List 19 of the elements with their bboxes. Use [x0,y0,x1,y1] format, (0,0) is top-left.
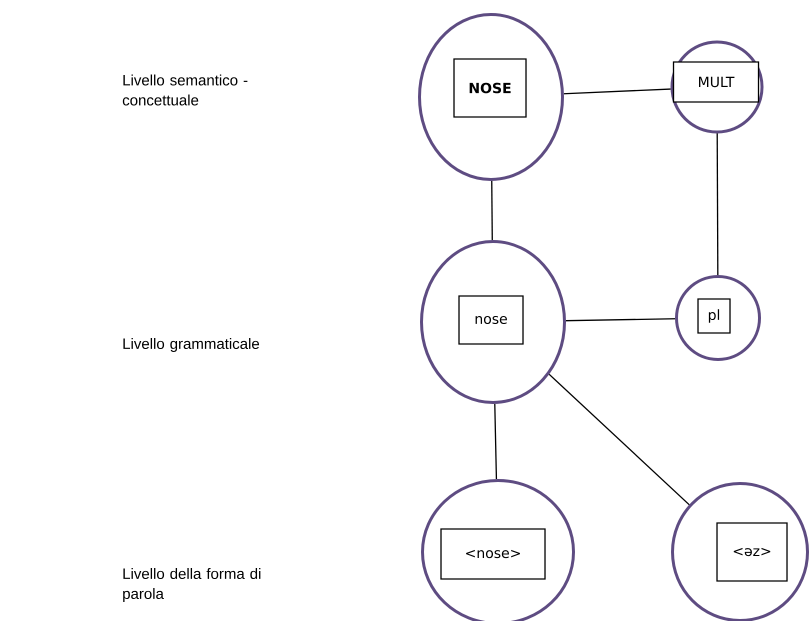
circle [670,40,764,134]
circle [420,240,566,404]
connector-line [494,404,498,480]
circle [418,13,564,181]
level-label: Livello della forma di parola [123,568,260,602]
connector-line [491,180,493,240]
text-box: nose [458,295,524,345]
connector-line [566,318,676,322]
level-label: Livello semantico - concettuale [122,74,248,106]
text-box: <nose> [440,528,546,580]
text-box: NOSE [453,58,527,118]
circle [675,275,761,361]
text-box: pl [697,298,731,334]
text-box: <əz> [716,522,788,582]
connector-line [564,88,671,94]
level-label: Livello grammaticale [123,338,260,352]
connector-line [548,374,690,506]
text-box: MULT [672,61,760,103]
connector-line [716,133,718,275]
